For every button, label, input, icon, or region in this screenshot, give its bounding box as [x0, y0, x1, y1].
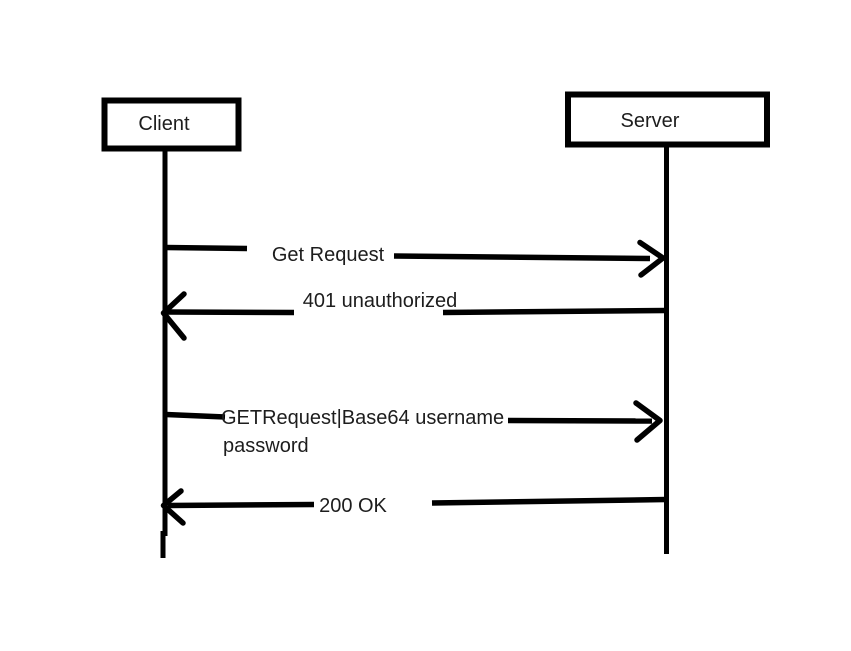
message-401-label: 401 unauthorized: [303, 290, 458, 312]
message-401-line-left: [166, 309, 295, 316]
client-actor-label: Client: [138, 113, 190, 135]
message-get-request: Get Request: [165, 239, 666, 278]
server-actor-label: Server: [621, 110, 680, 132]
message-get-request-line-left: [165, 244, 248, 252]
arrow-right-icon: [633, 400, 663, 443]
client-actor-box: [101, 97, 242, 152]
message-base64-line-left: [165, 411, 226, 420]
message-base64-label-line1: GETRequest|Base64 username: [221, 407, 504, 429]
message-get-request-line-right: [393, 253, 651, 262]
message-200-line-right: [431, 496, 667, 506]
arrow-left-icon: [160, 291, 187, 341]
message-401-line-right: [442, 307, 667, 316]
message-200-label: 200 OK: [319, 495, 387, 517]
message-200-line-left: [167, 501, 315, 509]
message-base64-label-line2: password: [223, 435, 309, 457]
server-actor: Server: [565, 91, 770, 554]
message-200-ok: 200 OK: [160, 488, 667, 526]
message-get-request-label: Get Request: [272, 244, 385, 266]
server-actor-box: [565, 91, 770, 148]
message-get-request-base64: GETRequest|Base64 username password: [165, 400, 663, 457]
message-401-unauthorized: 401 unauthorized: [160, 290, 667, 341]
message-base64-line-right: [507, 417, 653, 424]
client-actor: Client: [101, 97, 242, 558]
arrow-right-icon: [637, 239, 666, 278]
arrow-left-icon: [160, 488, 186, 526]
